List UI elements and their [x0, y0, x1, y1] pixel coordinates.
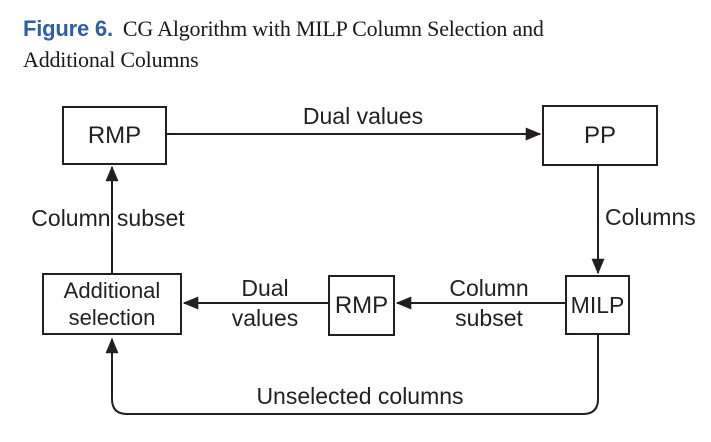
- edge-label-columns: Columns: [605, 204, 696, 230]
- node-additional-selection-label: Additional selection: [63, 278, 161, 330]
- edge-label-column-subset-left: Column subset: [31, 205, 185, 231]
- node-milp: MILP: [565, 275, 630, 335]
- edge-milp-to-additional: [105, 335, 599, 415]
- node-rmp-top-label: RMP: [87, 121, 142, 149]
- figure-caption-title-line1: CG Algorithm with MILP Column Selection …: [122, 16, 544, 41]
- edge-label-dual-values-top: Dual values: [302, 103, 424, 129]
- edge-label-dual-values-mid: Dual values: [231, 275, 299, 331]
- node-rmp-bottom-label: RMP: [334, 291, 389, 319]
- node-pp: PP: [542, 105, 658, 166]
- figure-caption: Figure 6. CG Algorithm with MILP Column S…: [23, 13, 623, 75]
- figure-caption-title-line2: Additional Columns: [23, 47, 199, 72]
- node-milp-label: MILP: [570, 291, 625, 318]
- figure-caption-label: Figure 6.: [23, 16, 113, 41]
- node-rmp-top: RMP: [62, 106, 167, 165]
- edge-label-unselected-columns: Unselected columns: [256, 383, 464, 409]
- node-additional-selection: Additional selection: [42, 273, 182, 335]
- edge-label-column-subset-mid: Column subset: [449, 275, 529, 331]
- node-pp-label: PP: [583, 121, 616, 149]
- node-rmp-bottom: RMP: [328, 275, 395, 336]
